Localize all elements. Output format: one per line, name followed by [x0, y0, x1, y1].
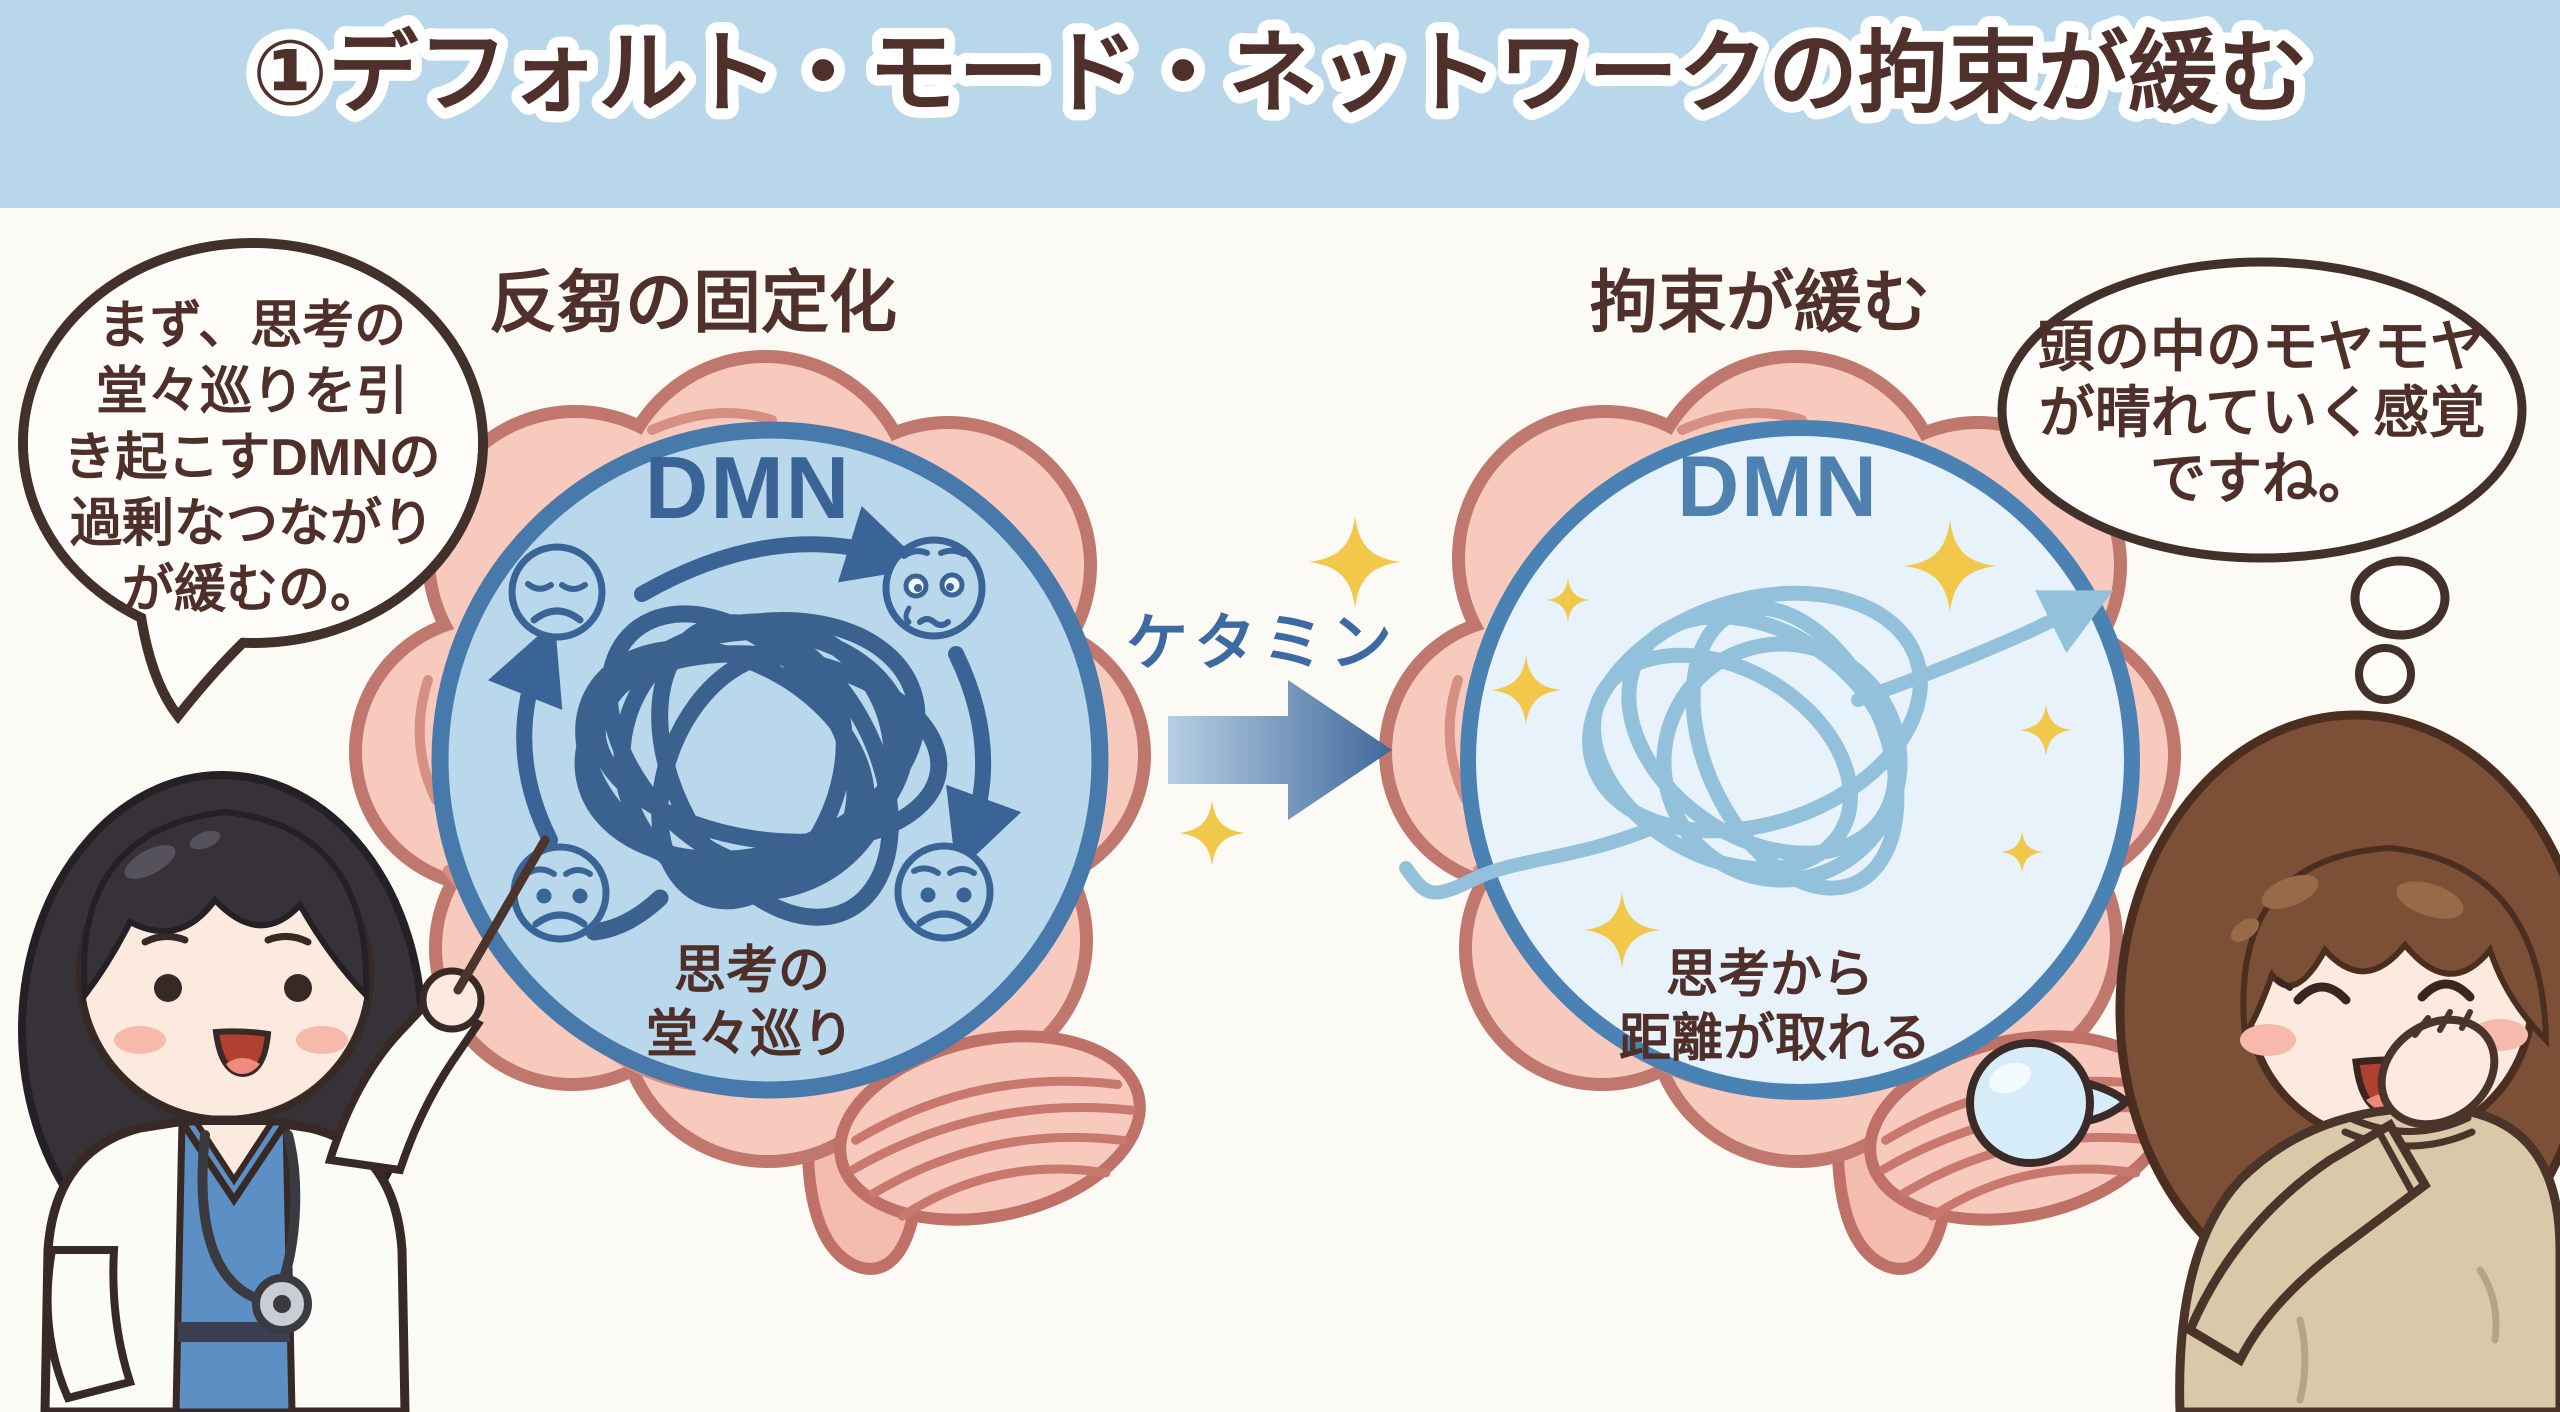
- left-circle-caption: 堂々巡り: [646, 1006, 854, 1064]
- right-section-label: 拘束が緩む: [1590, 265, 1930, 341]
- sad-face-icon: [508, 543, 606, 641]
- left-circle-caption: 思考の: [674, 942, 830, 1000]
- cerebellum: [834, 1030, 1146, 1226]
- relief-bubble-icon: [1966, 1039, 2130, 1167]
- escaping-thread-arrow-icon: [1851, 590, 2114, 707]
- dmn-label-left: DMN: [645, 438, 851, 537]
- patient-closed-eyes: [2275, 977, 2475, 1005]
- doctor-speech-bubble: まず、思考の 堂々巡りを引 き起こすDMNの 過剰なつながり が緩むの。: [18, 238, 488, 725]
- sad-face-icon: [894, 842, 994, 942]
- page-title: ①デフォルト・モード・ネットワークの拘束が緩む: [252, 24, 2308, 124]
- doctor-bubble-line: が緩むの。: [122, 561, 382, 619]
- dmn-label-right: DMN: [1677, 439, 1879, 535]
- doctor-bubble-line: 過剰なつながり: [70, 495, 434, 553]
- patient-character: [2115, 710, 2560, 1412]
- patient-hand: [2377, 1015, 2499, 1129]
- pointer-stick: [453, 835, 550, 995]
- stethoscope-icon: [197, 1130, 312, 1334]
- transition-arrow-icon: [1168, 680, 1392, 820]
- doctor-bubble-line: き起こすDMNの: [63, 429, 440, 487]
- cycle-arrow-icon: [488, 505, 1022, 874]
- patient-bubble-line: が晴れていく感覚: [2039, 381, 2485, 444]
- doctor-hand: [419, 967, 485, 1033]
- tangled-thoughts-icon: [574, 605, 948, 941]
- patient-sweater: [2175, 1105, 2560, 1412]
- patient-sleeve: [2184, 1118, 2431, 1367]
- thought-dots-icon: [2350, 556, 2450, 704]
- doctor-bubble-line: 堂々巡りを引: [96, 363, 408, 421]
- doctor-character: [18, 771, 550, 1412]
- right-circle-caption: 思考から: [1666, 946, 1874, 1004]
- right-circle-caption: 距離が取れる: [1619, 1010, 1931, 1068]
- ketamine-label: ケタミン: [1126, 609, 1398, 678]
- left-section-label: 反芻の固定化: [489, 265, 897, 341]
- doctor-bubble-line: まず、思考の: [98, 297, 406, 355]
- loosened-thoughts-icon: [1399, 585, 2114, 900]
- doctor-left-sleeve: [43, 1246, 136, 1403]
- dmn-circle-left: DMN: [431, 421, 1109, 1099]
- patient-thought-bubble: 頭の中のモヤモヤ が晴れていく感覚 ですね。: [1997, 257, 2527, 704]
- patient-bangs: [2240, 844, 2550, 1048]
- patient-bubble-line: ですね。: [2150, 447, 2374, 510]
- sad-face-icon: [882, 536, 986, 640]
- title-banner: [0, 0, 2560, 208]
- patient-bubble-line: 頭の中のモヤモヤ: [2038, 315, 2486, 378]
- ketamine-transition: ケタミン: [1126, 516, 1401, 866]
- dmn-circle-right: DMN 思考から 距離が取れる: [1399, 420, 2140, 1100]
